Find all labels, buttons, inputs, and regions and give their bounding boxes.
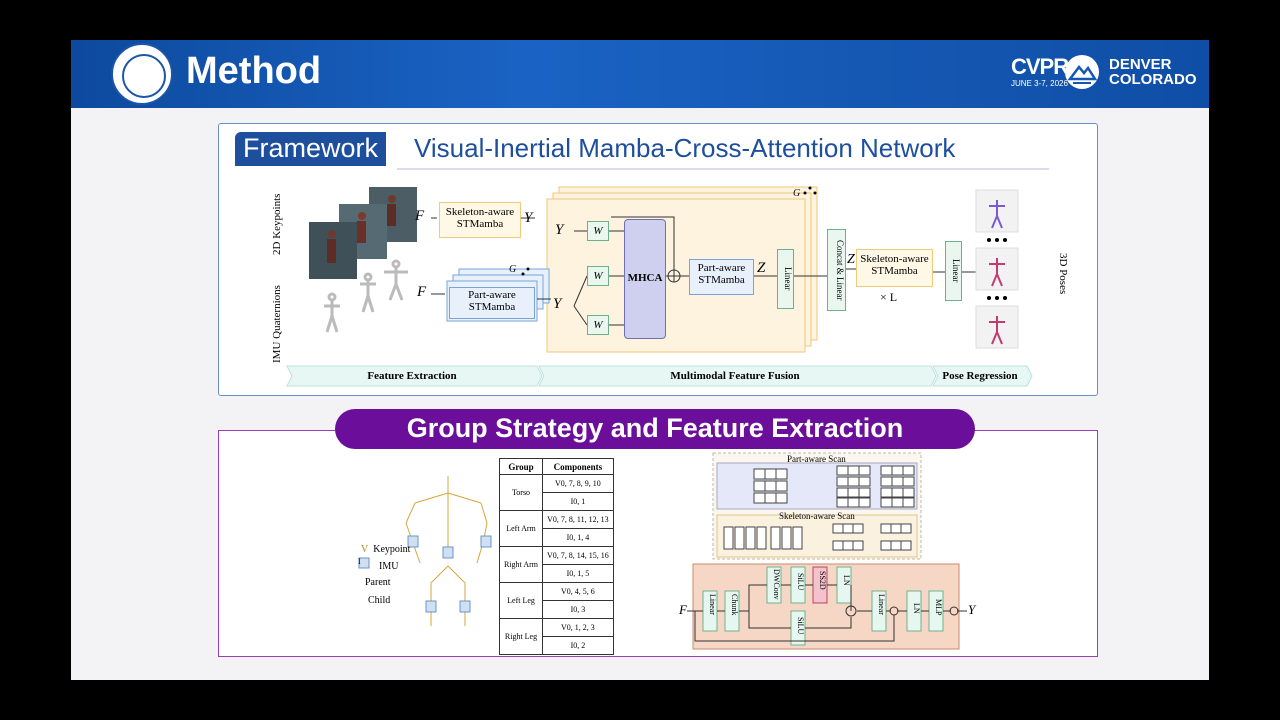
group-cell: Right Leg (498, 618, 544, 655)
part-aware-scan-label: Part-aware Scan (787, 454, 846, 464)
mamba-ln2: LN (912, 603, 921, 614)
stage-pose-regression: Pose Regression (942, 370, 1018, 382)
symbol-fv: F (415, 208, 425, 224)
framework-tag: Framework (235, 132, 387, 166)
page-title: Method (186, 50, 322, 92)
stage-feature-extraction: Feature Extraction (367, 370, 457, 382)
framework-title: Visual-Inertial Mamba-Cross-Attention Ne… (414, 133, 956, 163)
university-logo (111, 43, 173, 105)
legend-imu: IMU (379, 561, 399, 572)
part-stmamba-block: Part-aware STMamba (449, 287, 535, 319)
stage-multimodal-fusion: Multimodal Feature Fusion (670, 370, 800, 382)
label-3d-poses: 3D Poses (1057, 253, 1069, 295)
symbol-zg: Z (757, 260, 766, 276)
legend-parent: Parent (365, 577, 391, 588)
mamba-linear: Linear (708, 594, 717, 615)
legend-keypoint: V Keypoint (361, 544, 411, 555)
group-diagram (358, 452, 967, 650)
mhca-block: MHCA (624, 219, 666, 339)
wv-block: W (587, 315, 609, 335)
mamba-chunk: Chunk (730, 594, 739, 616)
mamba-ss2d: SS2D (818, 571, 827, 590)
concat-linear-block: Concat & Linear (827, 229, 846, 311)
linear-block-2: Linear (945, 241, 962, 301)
symbol-fi: F (417, 284, 427, 300)
part-stmamba-fusion: Part-aware STMamba (689, 259, 754, 295)
legend-child: Child (368, 595, 391, 606)
mamba-input-f: F (679, 602, 687, 617)
mamba-ln1: LN (842, 575, 851, 586)
label-2d-keypoints: 2D Keypoints (271, 193, 283, 255)
mountain-icon (1065, 55, 1099, 89)
section-banner: Group Strategy and Feature Extraction (335, 409, 975, 449)
framework-panel: Framework Visual-Inertial Mamba-Cross-At… (218, 123, 1098, 396)
mamba-linear2: Linear (877, 594, 886, 615)
symbol-ygv: Y (555, 222, 564, 238)
group-cell: Left Leg (498, 582, 544, 619)
legend-imu-icon: I (358, 557, 361, 566)
wk-block: W (587, 266, 609, 286)
label-imu-quaternions: IMU Quaternions (271, 285, 283, 363)
symbol-z: Z (847, 252, 855, 267)
symbol-ygi: Y (553, 296, 562, 312)
group-cell: Right Arm (498, 546, 544, 583)
wq-block: W (587, 221, 609, 241)
symbol-g1: G (509, 264, 517, 275)
mamba-mlp: MLP (934, 599, 943, 616)
symbol-g2: G (793, 188, 801, 199)
title-underline (397, 168, 1049, 170)
mamba-output-y: Y (968, 602, 976, 617)
linear-block-1: Linear (777, 249, 794, 309)
skeleton-stmamba-block: Skeleton-aware STMamba (439, 202, 521, 238)
ln-repeat-label: × L (880, 290, 898, 304)
symbol-yv: Y (524, 210, 533, 226)
group-cell: Torso (498, 474, 544, 511)
mamba-silu1: SiLU (796, 573, 805, 591)
group-cell: Left Arm (498, 510, 544, 547)
mamba-silu2: SiLU (796, 617, 805, 635)
skeleton-aware-scan-label: Skeleton-aware Scan (779, 511, 855, 521)
skeleton-stmamba-regression: Skeleton-aware STMamba (856, 249, 933, 287)
mamba-dwconv: DWConv (772, 569, 781, 600)
